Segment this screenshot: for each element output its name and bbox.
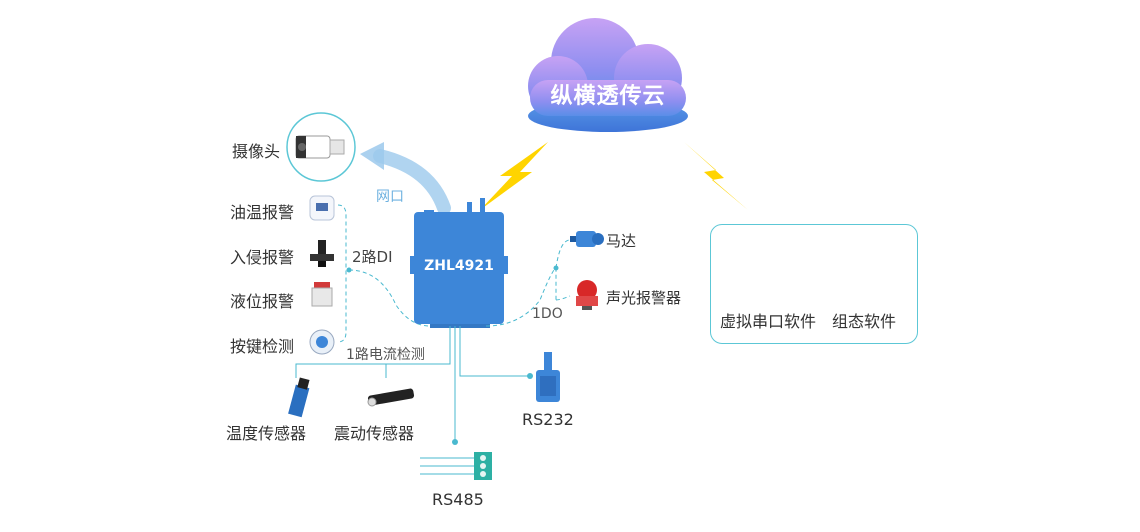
lightning-right-icon <box>684 142 748 210</box>
device-label: ZHL4921 <box>424 258 494 274</box>
output-label-motor: 马达 <box>606 232 637 250</box>
cloud-label: 纵横透传云 <box>550 84 666 109</box>
di-label: 2路DI <box>352 248 393 266</box>
output-label-alarm: 声光报警器 <box>606 289 682 307</box>
motor-icon <box>570 231 604 247</box>
lightning-left-icon <box>480 142 548 210</box>
rs232-connector-icon <box>536 352 560 402</box>
input-label-oil-temp: 油温报警 <box>230 203 295 222</box>
software-label-virtual-serial: 虚拟串口软件 <box>720 312 817 331</box>
oil-temp-sensor-icon <box>309 195 335 221</box>
intrusion-sensor-icon <box>310 240 334 267</box>
do-label: 1DO <box>532 306 563 322</box>
input-label-intrusion: 入侵报警 <box>230 248 295 267</box>
camera-label: 摄像头 <box>232 142 281 161</box>
current-connector-line <box>295 326 451 378</box>
button-sensor-icon <box>309 329 335 355</box>
camera-icon <box>286 112 356 182</box>
rs485-connector-icon <box>420 452 492 480</box>
software-label-scada: 组态软件 <box>832 312 897 331</box>
sensor-label-temperature: 温度传感器 <box>226 424 307 443</box>
software-panel <box>710 224 918 344</box>
sound-light-alarm-icon <box>576 280 598 310</box>
vibration-sensor-icon <box>367 388 415 407</box>
sensor-label-vibration: 震动传感器 <box>334 424 415 443</box>
rs485-label: RS485 <box>432 490 484 509</box>
network-label: 网口 <box>376 189 404 205</box>
rs232-connector-line <box>459 326 530 377</box>
rs232-label: RS232 <box>522 410 574 429</box>
input-label-level: 液位报警 <box>230 292 295 311</box>
network-arrow-icon <box>373 149 451 215</box>
cloud-shape <box>528 18 688 132</box>
do-connector-line <box>485 267 557 327</box>
input-label-button: 按键检测 <box>230 337 295 356</box>
temperature-sensor-icon <box>288 377 310 418</box>
zhl4921-device <box>414 212 504 324</box>
current-label: 1路电流检测 <box>346 347 425 363</box>
level-sensor-icon <box>311 282 333 307</box>
di-connector-line <box>337 204 347 343</box>
